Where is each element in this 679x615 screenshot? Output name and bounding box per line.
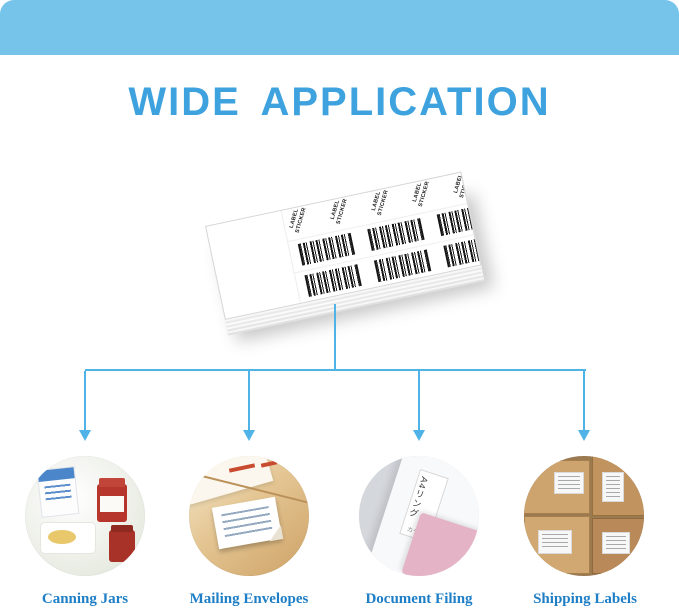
shipping-labels-photo — [524, 456, 644, 576]
food-container-icon — [40, 522, 96, 554]
mailing-envelopes-photo — [189, 456, 309, 576]
jar-label — [100, 496, 124, 512]
label-sticker-text: LABEL STICKER — [329, 198, 349, 225]
arrow-down-icon — [79, 430, 91, 441]
label-text-lines — [558, 476, 580, 490]
arrow-down-icon — [243, 430, 255, 441]
milk-carton-icon — [36, 466, 80, 518]
label-text-lines — [606, 536, 626, 550]
label-sticker-text: LABEL STICKER — [453, 172, 472, 199]
arrow-down-icon — [413, 430, 425, 441]
canning-jars-photo — [25, 456, 145, 576]
connector-horizontal-line — [85, 369, 586, 371]
connector-drop-1 — [84, 371, 86, 430]
jam-jar-icon — [97, 478, 127, 522]
connector-drop-2 — [248, 371, 250, 430]
top-banner — [0, 0, 679, 55]
carton-print — [44, 483, 72, 501]
shipping-label-icon — [602, 472, 624, 502]
caption-document-filing: Document Filing — [365, 591, 473, 607]
caption-shipping-labels: Shipping Labels — [533, 591, 637, 607]
shipping-label-icon — [602, 532, 630, 554]
label-sheet-stack: LABEL STICKER LABEL STICKER LABEL STICKE… — [205, 171, 482, 320]
label-sticker-text: LABEL STICKER — [370, 189, 390, 217]
caption-canning-jars: Canning Jars — [41, 591, 129, 607]
jam-jar-icon — [109, 525, 135, 562]
page-title: WIDE APPLICATION — [128, 80, 551, 124]
caption-mailing-envelopes: Mailing Envelopes — [189, 591, 309, 607]
address-label-icon — [211, 496, 284, 550]
connector-drop-3 — [418, 371, 420, 430]
label-peel-curl — [267, 525, 284, 542]
label-sheet-face: LABEL STICKER LABEL STICKER LABEL STICKE… — [206, 172, 481, 319]
label-text-lines — [542, 534, 568, 550]
carton-top — [37, 467, 75, 482]
arrow-down-icon — [578, 430, 590, 441]
tray-food — [48, 530, 76, 544]
label-text-lines — [221, 506, 273, 539]
jar-lid — [111, 525, 133, 532]
document-filing-photo: A4リング カラー — [359, 456, 479, 576]
connector-drop-4 — [583, 371, 585, 430]
shipping-label-icon — [538, 530, 572, 554]
shipping-label-icon — [554, 472, 584, 494]
label-sheet: LABEL STICKER LABEL STICKER LABEL STICKE… — [205, 171, 482, 320]
label-text-lines — [606, 476, 620, 498]
jar-lid — [99, 478, 125, 487]
label-sticker-text: LABEL STICKER — [288, 206, 308, 234]
connector-stem — [334, 304, 336, 369]
label-sticker-text: LABEL STICKER — [411, 180, 431, 208]
